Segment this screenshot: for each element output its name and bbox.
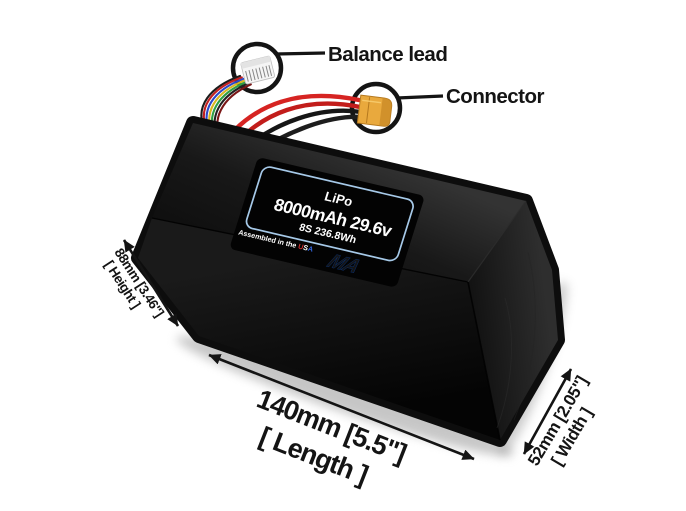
battery-wrinkle-1	[496, 297, 513, 429]
battery-right-face	[468, 201, 558, 440]
battery	[131, 116, 565, 447]
connector-callout: Connector	[396, 84, 547, 110]
balance-lead-callout: Balance lead	[275, 42, 449, 68]
width-arrow	[522, 368, 573, 455]
assembled-usa-u: U	[297, 242, 305, 252]
label-product-type: LiPo	[323, 189, 355, 210]
connector-label: Connector	[446, 85, 545, 108]
battery-edge-right-top	[467, 200, 527, 283]
battery-wrinkle-2	[513, 251, 536, 421]
connector-leader-line	[396, 94, 444, 100]
assembled-usa-s: S	[302, 243, 310, 253]
balance-lead-leader-line	[275, 51, 326, 56]
length-arrow	[208, 353, 475, 461]
battery-edge-front-right	[467, 281, 501, 441]
balance-lead-label: Balance lead	[328, 43, 447, 66]
xt60-connector-icon	[356, 94, 393, 127]
jst-balance-connector-icon	[240, 55, 275, 85]
assembled-usa-a: A	[307, 244, 315, 254]
height-arrow	[122, 239, 180, 327]
battery-label-border	[245, 166, 414, 262]
battery-label-background	[230, 158, 424, 287]
battery-label: LiPo 8000mAh 29.6v 8S 236.8Wh Assembled …	[230, 158, 424, 287]
